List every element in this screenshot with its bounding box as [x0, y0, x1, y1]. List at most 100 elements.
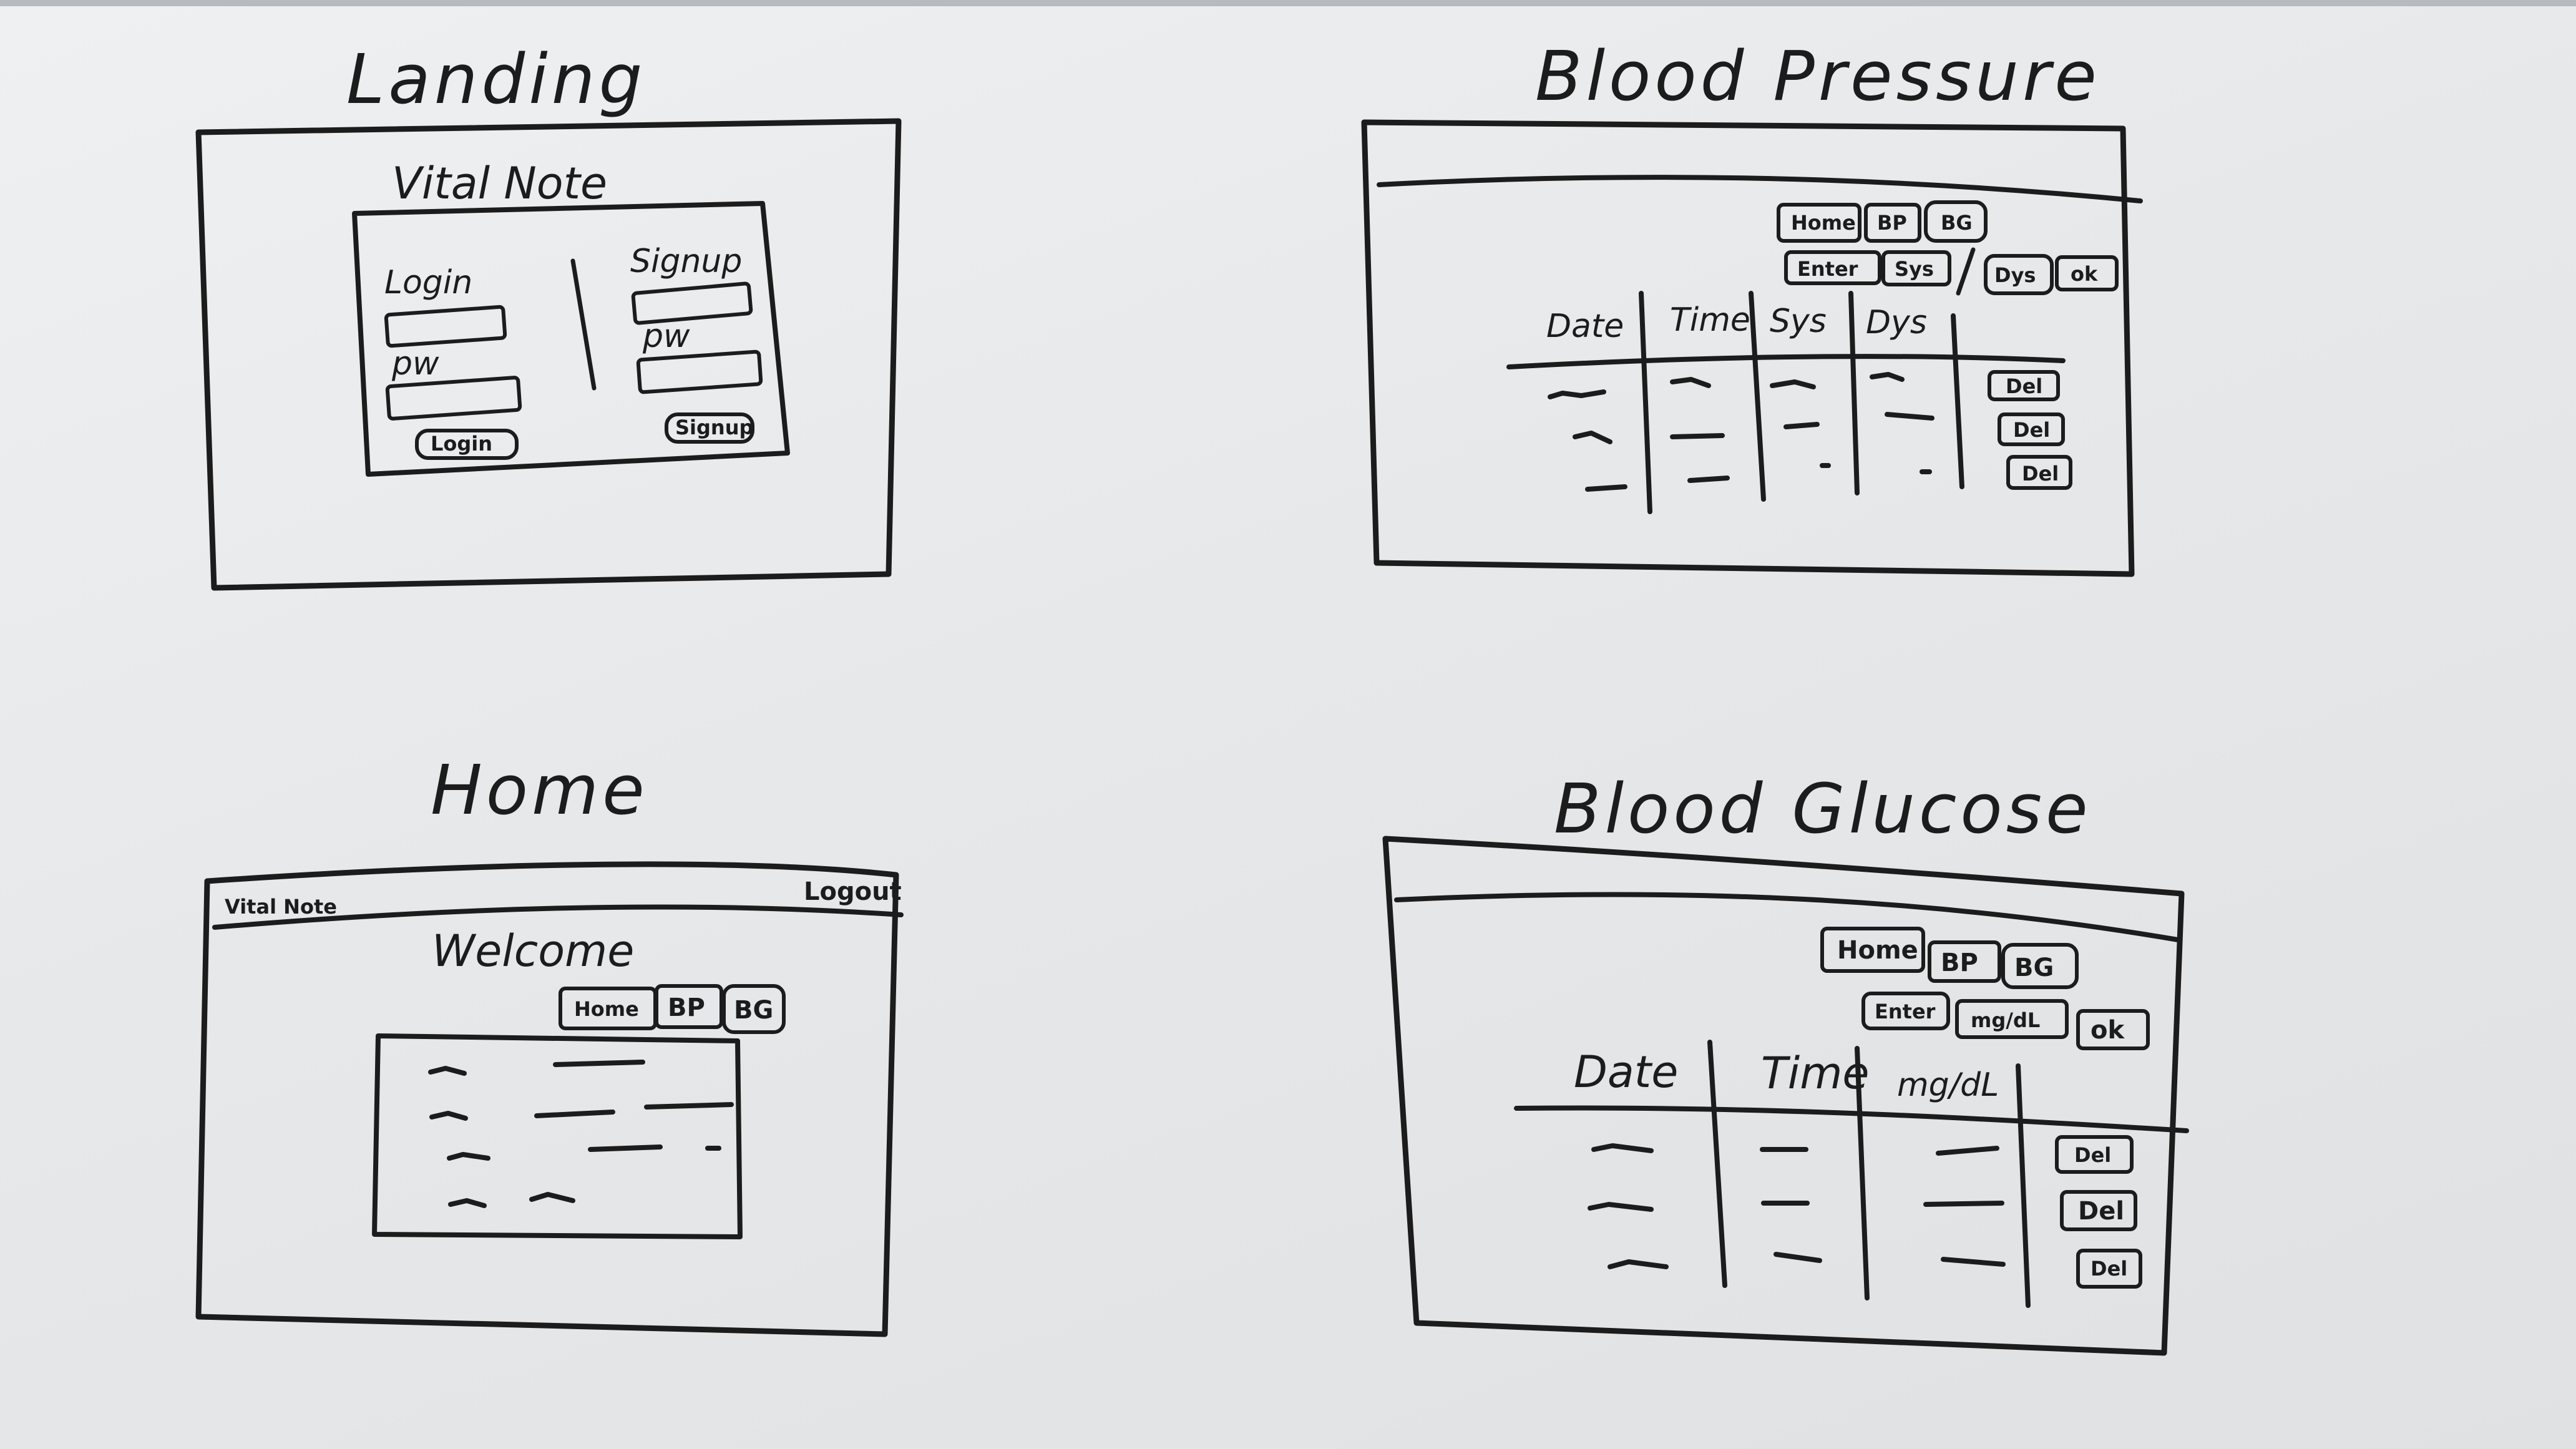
login-username-input[interactable]: [384, 305, 507, 348]
signup-heading: Signup: [630, 243, 742, 280]
table-row: [1573, 431, 1612, 444]
bp-nav-bp-button[interactable]: [1864, 203, 1921, 243]
bp-nav-bg-button[interactable]: [1924, 200, 1988, 243]
home-nav-home-label: Home: [574, 997, 639, 1021]
bp-enter-input[interactable]: [1784, 250, 1881, 285]
table-row: [1936, 1146, 1999, 1156]
bg-col-divider-3: [2016, 1063, 2031, 1308]
home-title: Home: [431, 750, 648, 830]
bg-nav-bp-label: BP: [1941, 949, 1978, 977]
list-item: [644, 1102, 734, 1110]
bp-delete-label-1: Del: [2006, 374, 2042, 398]
bp-slash: [1956, 247, 1976, 296]
home-app-name: Vital Note: [225, 895, 337, 919]
bg-nav-bp-button[interactable]: [1928, 940, 2001, 983]
signup-button[interactable]: [665, 412, 754, 444]
bp-nav: Home BP BG: [1777, 200, 1988, 243]
bp-dys-input[interactable]: [1984, 254, 2054, 295]
bg-delete-button-3[interactable]: [2076, 1249, 2142, 1289]
bg-title: Blood Glucose: [1554, 769, 2092, 849]
landing-app-name: Vital Note: [392, 158, 607, 209]
list-item: [448, 1198, 487, 1208]
table-row: [1591, 1143, 1654, 1153]
table-row: [1687, 476, 1730, 483]
table-row: [1670, 377, 1711, 388]
home-nav-bg-button[interactable]: [722, 984, 786, 1034]
bg-delete-label-3: Del: [2091, 1257, 2127, 1281]
table-row: [1773, 1252, 1822, 1263]
home-welcome: Welcome: [432, 925, 634, 977]
bg-enter-input[interactable]: [1861, 992, 1950, 1030]
bp-ok-button[interactable]: [2055, 255, 2119, 291]
bp-sys-input-label: Sys: [1895, 257, 1934, 281]
bg-mgdl-input-label: mg/dL: [1971, 1008, 2040, 1032]
bg-col-date: Date: [1574, 1046, 1678, 1098]
bp-header-line: [1377, 175, 2143, 203]
bg-ok-label: ok: [2091, 1016, 2125, 1045]
blood-glucose-wireframe: Blood Glucose Home BP BG Enter mg/dL ok …: [1382, 769, 2189, 1356]
bg-nav-bg-label: BG: [2014, 954, 2054, 982]
bg-delete-button-1[interactable]: [2055, 1135, 2134, 1174]
signup-pw-label: pw: [642, 318, 690, 355]
blood-pressure-wireframe: Blood Pressure Home BP BG Enter Sys Dys …: [1361, 36, 2143, 577]
bg-col-mgdl: mg/dL: [1897, 1066, 1999, 1104]
bp-col-divider-1: [1639, 291, 1652, 514]
bp-nav-bp-label: BP: [1877, 211, 1907, 235]
bp-delete-button-3[interactable]: [2006, 455, 2072, 490]
bp-col-dys: Dys: [1866, 304, 1927, 341]
bg-delete-label-2: Del: [2078, 1197, 2124, 1226]
bp-col-sys: Sys: [1770, 303, 1827, 340]
bp-delete-button-1[interactable]: [1988, 370, 2060, 401]
bg-delete-button-2[interactable]: [2060, 1190, 2137, 1231]
table-row: [1588, 1202, 1654, 1212]
home-nav-bp-label: BP: [668, 993, 705, 1022]
bg-nav: Home BP BG: [1820, 927, 2079, 989]
bg-header-line: [1394, 892, 2180, 942]
bp-col-divider-4: [1951, 313, 1964, 489]
list-item: [553, 1060, 645, 1067]
bg-nav-bg-button[interactable]: [2001, 943, 2079, 989]
home-nav-bg-label: BG: [734, 996, 773, 1025]
signup-username-input[interactable]: [631, 281, 753, 325]
table-row: [1608, 1259, 1669, 1269]
home-nav: Home BP BG: [559, 984, 786, 1034]
signup-password-input[interactable]: [636, 349, 763, 394]
login-button[interactable]: [415, 429, 519, 460]
signup-button-label: Signup: [675, 416, 753, 439]
bg-enter-label: Enter: [1875, 1000, 1936, 1023]
table-row: [1548, 389, 1606, 399]
bg-nav-home-label: Home: [1837, 936, 1918, 965]
table-row: [1885, 412, 1934, 421]
login-button-label: Login: [431, 432, 492, 456]
bp-delete-button-2[interactable]: [1998, 412, 2065, 446]
bg-ok-button[interactable]: [2076, 1009, 2150, 1050]
bp-nav-home-label: Home: [1791, 211, 1856, 235]
bg-frame: [1382, 836, 2185, 1356]
bg-entry-row: Enter mg/dL ok: [1861, 992, 2150, 1050]
bg-mgdl-input[interactable]: [1955, 999, 2069, 1039]
bp-sys-input[interactable]: [1881, 250, 1951, 286]
login-pw-label: pw: [391, 345, 439, 383]
table-row: [1770, 379, 1816, 389]
bp-col-divider-2: [1749, 291, 1766, 502]
login-heading: Login: [384, 264, 472, 301]
home-frame: [195, 861, 899, 1337]
bp-title: Blood Pressure: [1535, 36, 2100, 116]
list-item: [429, 1111, 468, 1121]
bg-nav-home-button[interactable]: [1820, 927, 1925, 973]
bg-table-header-rule: [1514, 1105, 2189, 1133]
login-password-input[interactable]: [385, 376, 522, 421]
bg-col-time: Time: [1761, 1048, 1869, 1099]
bp-nav-home-button[interactable]: [1777, 203, 1861, 243]
list-item: [529, 1192, 575, 1203]
landing-wireframe: Landing Vital Note Login pw Login Signup…: [195, 39, 902, 591]
landing-divider: [570, 258, 597, 391]
home-logout-link[interactable]: Logout: [804, 877, 902, 906]
bp-col-time: Time: [1670, 301, 1750, 339]
home-nav-bp-button[interactable]: [655, 984, 723, 1029]
bp-frame: [1361, 119, 2135, 577]
home-wireframe: Home Vital Note Logout Welcome Home BP B…: [195, 750, 904, 1337]
bg-col-divider-1: [1707, 1040, 1727, 1288]
table-row: [1870, 372, 1905, 382]
